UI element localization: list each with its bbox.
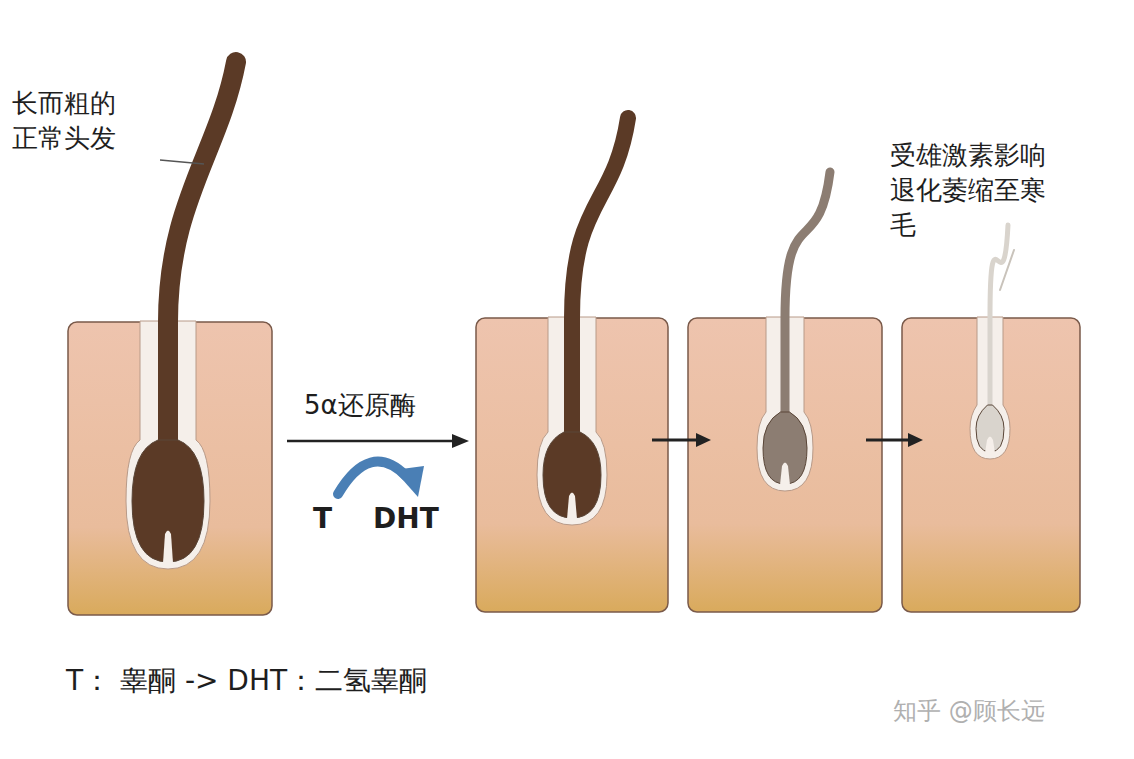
hair-bulb — [132, 440, 204, 562]
split-tip — [1000, 250, 1014, 290]
leader-line — [160, 160, 204, 164]
hair-shaft — [785, 172, 830, 448]
curved-arrow — [338, 462, 406, 494]
dermal-papilla — [780, 463, 790, 486]
arrow-head — [908, 433, 923, 447]
hormone-label: DHT — [373, 500, 439, 538]
hair-bulb — [763, 412, 807, 484]
legend-note: T： 睾酮 -> DHT：二氢睾酮 — [66, 662, 427, 700]
hair-shaft — [572, 118, 628, 475]
hair-shaft — [990, 225, 1008, 429]
hair-bulb — [976, 405, 1004, 452]
arrow-head — [696, 433, 711, 447]
arrow-head — [452, 434, 469, 448]
hair-shaft — [168, 62, 236, 501]
dermal-papilla — [567, 493, 577, 520]
stage-arrow — [866, 439, 909, 442]
hair-label: 长而粗的 正常头发 — [12, 86, 124, 156]
hormone-label: T — [313, 500, 332, 538]
dermal-papilla — [985, 437, 995, 454]
watermark: 知乎 @顾长远 — [893, 695, 1045, 727]
conversion-arrow — [287, 440, 455, 443]
dermal-papilla — [163, 531, 173, 564]
stage-arrow — [652, 439, 697, 442]
atrophy-label: 受雄激素影响 退化萎缩至寒毛 — [890, 138, 1054, 243]
enzyme-label: 5α还原酶 — [304, 388, 416, 423]
curved-arrow-head — [394, 466, 424, 497]
hair-bulb — [543, 432, 601, 518]
